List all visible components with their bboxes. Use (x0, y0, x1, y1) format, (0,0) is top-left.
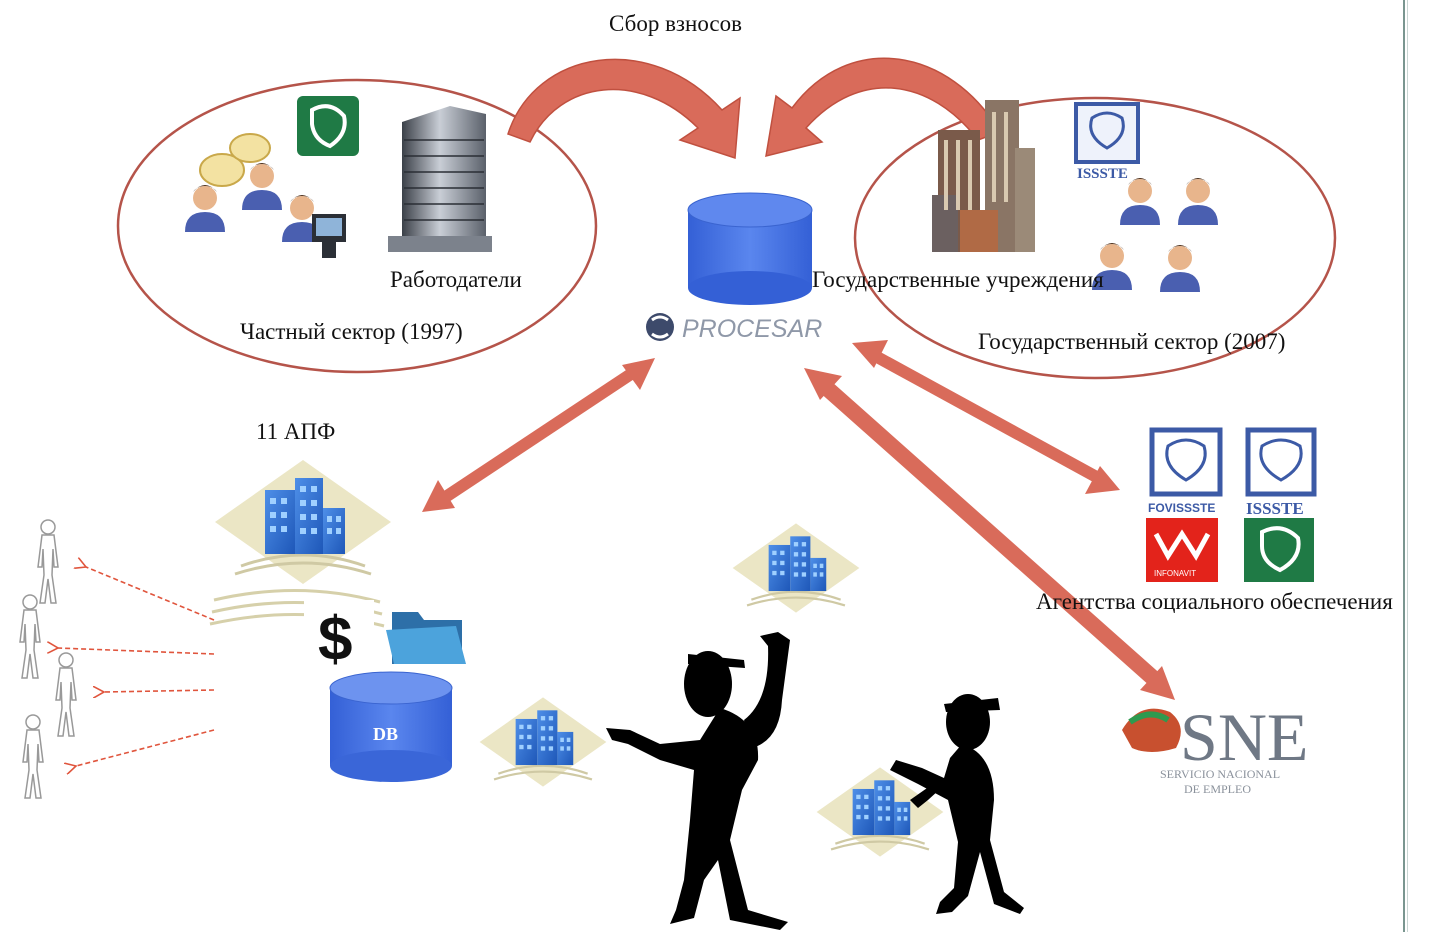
person-icon-2 (242, 163, 282, 210)
small-building-icon-1 (731, 522, 861, 614)
collection-label: Сбор взносов (609, 11, 742, 36)
officer-icon-1 (1120, 178, 1160, 225)
sne-line1: SERVICIO NACIONAL (1160, 767, 1280, 781)
arrow-procesar-afores (422, 358, 655, 512)
db-cylinder-icon (329, 671, 453, 782)
person-icon-1 (185, 185, 225, 232)
fovissste-text: FOVISSSTE (1148, 501, 1215, 515)
office-tower-icon (388, 106, 492, 252)
sne-line2: DE EMPLEO (1184, 782, 1251, 796)
private-sector-label: Частный сектор (1997) (240, 319, 463, 344)
speech-bubbles-icon (199, 133, 271, 187)
slide-border-line-light (1407, 0, 1408, 932)
dollar-sign: $ (318, 605, 352, 674)
afores-label: 11 АПФ (256, 419, 336, 444)
client-icon-1 (37, 519, 59, 604)
issste-top-text: ISSSTE (1077, 166, 1128, 182)
slide-border-line (1403, 0, 1405, 932)
client-icon-3 (55, 652, 77, 737)
figure-short-silhouette (890, 694, 1024, 914)
fovissste-logo: FOVISSSTE (1148, 427, 1223, 515)
infonavit-text: INFONAVIT (1154, 569, 1196, 578)
dollar-icon: $ (304, 600, 374, 674)
issste-text: ISSSTE (1246, 499, 1304, 518)
infonavit-logo: INFONAVIT (1146, 518, 1218, 582)
worker-icon (1178, 178, 1218, 225)
imss-logo (1244, 518, 1314, 582)
procesar-logo: PROCESAR (646, 313, 822, 343)
public-sector-ellipse (853, 96, 1337, 380)
gov-institutions-label: Государственные учреждения (812, 267, 1104, 292)
small-building-icon-2 (478, 696, 608, 788)
curved-arrow-right (765, 57, 1002, 158)
afores-building-icon (213, 458, 393, 586)
private-sector-ellipse (116, 78, 598, 374)
figure-tall-silhouette (606, 632, 790, 930)
sne-logo: SNE SERVICIO NACIONAL DE EMPLEO (1122, 699, 1308, 796)
imss-logo-top (297, 96, 359, 156)
person-computer-icon (282, 195, 346, 258)
procesar-database-icon (687, 192, 813, 305)
curved-arrow-left (507, 58, 741, 160)
client-icon-4 (22, 714, 44, 799)
arrow-procesar-sne (804, 368, 1175, 700)
client-icon-2 (19, 594, 41, 679)
arrow-procesar-agencies (852, 340, 1120, 494)
db-label: DB (373, 724, 398, 744)
officer-icon-2 (1160, 245, 1200, 292)
dashed-arrows-to-clients (58, 567, 215, 766)
agencies-label: Агентства социального обеспечения (1036, 590, 1393, 613)
procesar-logo-text: PROCESAR (682, 315, 822, 343)
public-sector-label: Государственный сектор (2007) (978, 329, 1286, 354)
issste-logo-top: ISSSTE (1074, 102, 1140, 182)
city-buildings-icon (932, 100, 1035, 252)
employers-label: Работодатели (390, 267, 522, 292)
sne-text: SNE (1180, 699, 1308, 775)
issste-logo: ISSSTE (1245, 427, 1317, 518)
folder-icon (386, 612, 466, 664)
